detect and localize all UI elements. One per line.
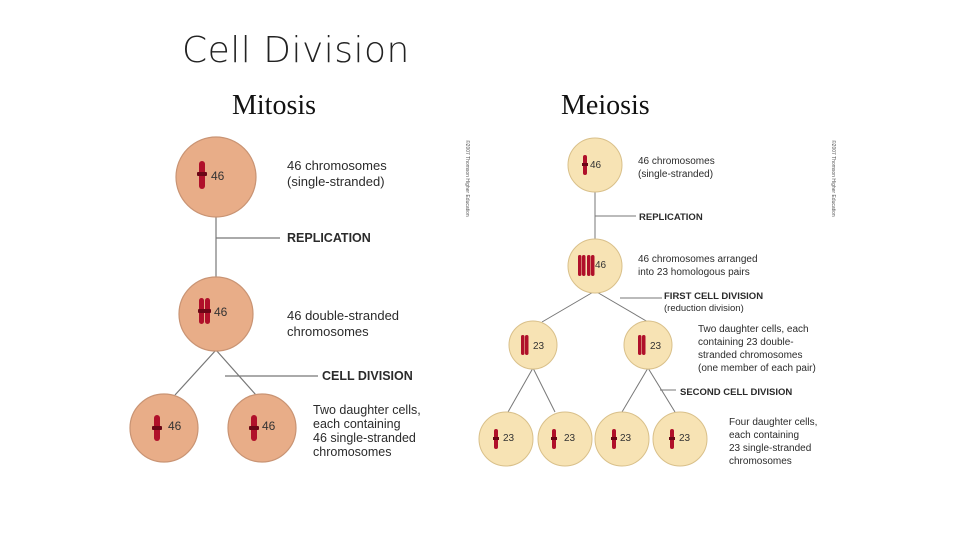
meiosis-final-label-line1: Four daughter cells, [729, 417, 817, 428]
meiosis-first-daughter-cell-2 [623, 320, 673, 370]
mitosis-parent-label-line2: (single-stranded) [287, 174, 385, 189]
meiosis-first-daughter-label-line1: Two daughter cells, each [698, 324, 809, 335]
mitosis-replicated-label-line1: 46 double-stranded [287, 308, 399, 323]
mitosis-daughter-count-1: 46 [168, 419, 182, 433]
meiosis-first-daughter-label-line3: stranded chromosomes [698, 350, 803, 361]
mitosis-daughter-label-line4: chromosomes [313, 445, 392, 459]
homologous-pair-icon [578, 255, 595, 276]
chromosome-icon [197, 161, 207, 189]
meiosis-second-division-label: SECOND CELL DIVISION [680, 387, 792, 398]
meiosis-first-daughter-count-2: 23 [650, 341, 662, 352]
mitosis-daughter-label-line2: each containing [313, 417, 401, 431]
meiosis-parent-count: 46 [590, 160, 602, 171]
chromosome-icon [152, 415, 162, 441]
mitosis-replication-label: REPLICATION [287, 231, 371, 245]
double-chromosome-icon [638, 335, 646, 355]
mitosis-daughter-label-line1: Two daughter cells, [313, 403, 421, 417]
meiosis-credit-right: ©2007 Thomson Higher Education [830, 140, 837, 217]
chromosome-icon [551, 429, 557, 449]
meiosis-final-label-line2: each containing [729, 430, 799, 441]
chromosome-icon [669, 429, 675, 449]
meiosis-first-division-label-line1: FIRST CELL DIVISION [664, 291, 763, 302]
meiosis-second-branch-2 [532, 367, 556, 413]
chromosome-icon [493, 429, 499, 449]
meiosis-final-label-line3: 23 single-stranded [729, 443, 811, 454]
meiosis-diagram: ©2007 Thomson Higher Education ©2007 Tho… [464, 137, 837, 467]
meiosis-first-daughter-label-line2: containing 23 double- [698, 337, 794, 348]
mitosis-division-label: CELL DIVISION [322, 369, 413, 383]
meiosis-first-branch-left [541, 290, 596, 323]
mitosis-daughter-count-2: 46 [262, 419, 276, 433]
meiosis-second-branch-3 [621, 367, 649, 413]
meiosis-final-cell-2 [537, 411, 593, 467]
meiosis-first-daughter-label-line4: (one member of each pair) [698, 363, 816, 374]
meiosis-heading: Meiosis [561, 90, 650, 121]
chromosome-icon [611, 429, 617, 449]
meiosis-credit-left: ©2007 Thomson Higher Education [464, 140, 471, 217]
meiosis-final-cell-3 [594, 411, 650, 467]
mitosis-replicated-cell [178, 276, 254, 352]
meiosis-replicated-label-line1: 46 chromosomes arranged [638, 254, 758, 265]
meiosis-first-daughter-cell-1 [508, 320, 558, 370]
meiosis-final-cell-1 [478, 411, 534, 467]
chromosome-icon [249, 415, 259, 441]
meiosis-parent-label-line1: 46 chromosomes [638, 156, 715, 167]
mitosis-daughter-cell-2 [227, 393, 297, 463]
meiosis-final-cell-4 [652, 411, 708, 467]
meiosis-replication-label: REPLICATION [639, 212, 703, 223]
meiosis-parent-label-line2: (single-stranded) [638, 169, 713, 180]
meiosis-parent-cell [567, 137, 623, 193]
mitosis-replicated-label-line2: chromosomes [287, 324, 369, 339]
meiosis-first-daughter-count-1: 23 [533, 341, 545, 352]
mitosis-branch-left [174, 349, 217, 396]
mitosis-daughter-cell-1 [129, 393, 199, 463]
meiosis-final-label-line4: chromosomes [729, 456, 792, 467]
double-chromosome-icon [198, 298, 211, 324]
mitosis-replicated-count: 46 [214, 305, 228, 319]
meiosis-replicated-label-line2: into 23 homologous pairs [638, 267, 750, 278]
mitosis-diagram: 46 46 chromosomes (single-stranded) REPL… [129, 136, 421, 463]
meiosis-replicated-count: 46 [595, 260, 607, 271]
mitosis-parent-cell [175, 136, 257, 218]
meiosis-final-count-2: 23 [564, 433, 576, 444]
mitosis-branch-right [215, 349, 257, 396]
chromosome-icon [582, 155, 588, 175]
meiosis-final-count-3: 23 [620, 433, 632, 444]
meiosis-first-division-label-line2: (reduction division) [664, 303, 744, 314]
meiosis-replicated-cell [567, 238, 623, 294]
mitosis-daughter-label-line3: 46 single-stranded [313, 431, 416, 445]
meiosis-second-branch-1 [507, 367, 534, 413]
meiosis-first-branch-right [594, 290, 649, 323]
double-chromosome-icon [521, 335, 529, 355]
meiosis-final-count-1: 23 [503, 433, 515, 444]
meiosis-final-count-4: 23 [679, 433, 691, 444]
mitosis-parent-label-line1: 46 chromosomes [287, 158, 387, 173]
mitosis-parent-count: 46 [211, 169, 225, 183]
slide-title: Cell Division [182, 30, 410, 71]
mitosis-heading: Mitosis [232, 90, 317, 121]
